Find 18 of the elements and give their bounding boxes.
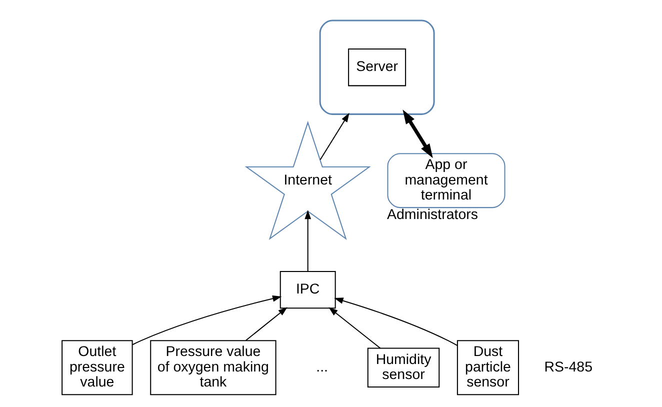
node-box: App or management terminal bbox=[387, 153, 506, 208]
arrow bbox=[304, 210, 312, 272]
node-box: Humidity sensor bbox=[367, 348, 440, 388]
arrow bbox=[320, 112, 350, 160]
node-label: Administrators bbox=[387, 206, 478, 223]
arrow bbox=[334, 298, 458, 346]
node-box: Server bbox=[348, 48, 406, 86]
arrow bbox=[245, 307, 288, 341]
arrow bbox=[402, 110, 433, 158]
node-box: Outlet pressure value bbox=[62, 340, 133, 396]
node-box: Dust particle sensor bbox=[456, 340, 520, 396]
node-box: IPC bbox=[280, 270, 336, 309]
node-box: Pressure value of oxygen making tank bbox=[150, 340, 276, 396]
cluster bbox=[319, 20, 435, 115]
label: RS-485 bbox=[544, 359, 593, 376]
arrow bbox=[132, 295, 282, 346]
arrow bbox=[328, 307, 381, 349]
label: ... bbox=[316, 359, 328, 376]
